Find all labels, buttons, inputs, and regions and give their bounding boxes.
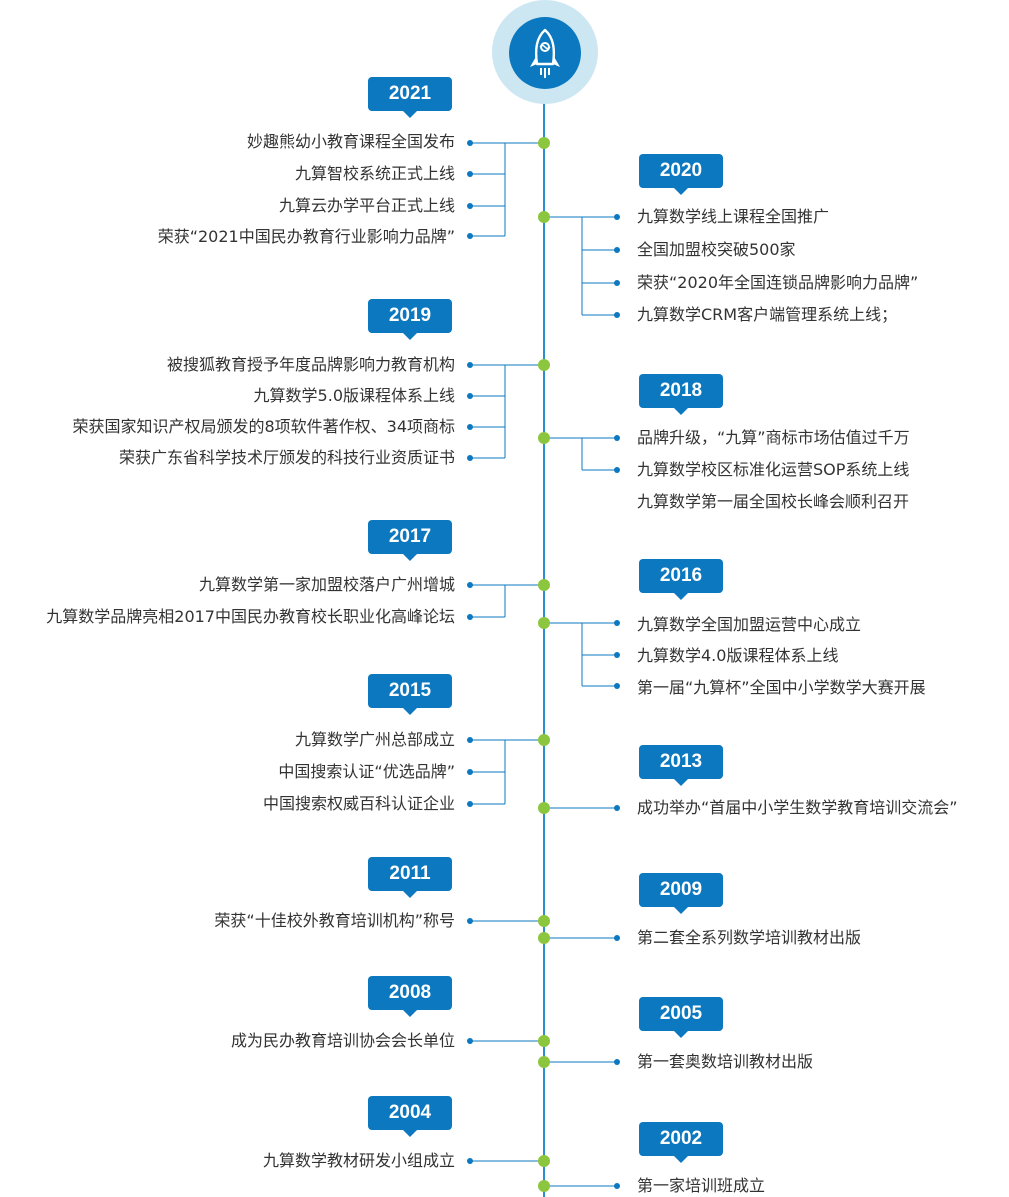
event-2018-1: 品牌升级，“九算”商标市场估值过千万 [637,428,910,447]
event-2021-1: 妙趣熊幼小教育课程全国发布 [246,132,455,151]
timeline-node-left-4 [538,915,550,927]
event-2015-1: 九算数学广州总部成立 [294,730,455,749]
timeline-node-left-5 [538,1035,550,1047]
event-2008-1: 成为民办教育培训协会会长单位 [230,1031,455,1050]
rocket-icon [530,28,560,78]
year-badge-2020: 2020 [639,154,723,195]
timeline-node-left-2 [538,579,550,591]
left-bullet-5-0 [467,1038,473,1044]
timeline-node-right-1 [538,432,550,444]
left-bullet-1-3 [467,455,473,461]
event-2020-2: 全国加盟校突破500家 [637,240,796,259]
event-2020-1: 九算数学线上课程全国推广 [637,207,830,226]
right-bullet-6-0 [614,1183,620,1189]
event-2018-2: 九算数学校区标准化运营SOP系统上线 [637,460,910,479]
event-2020-4: 九算数学CRM客户端管理系统上线； [637,305,898,324]
year-badge-2017: 2017 [368,520,452,561]
right-bullet-3-0 [614,805,620,811]
event-2016-3: 第一届“九算杯”全国中小学数学大赛开展 [637,678,926,697]
right-bullet-5-0 [614,1059,620,1065]
logo-badge [509,17,581,89]
event-2019-2: 九算数学5.0版课程体系上线 [253,386,455,405]
year-badge-2004: 2004 [368,1096,452,1137]
event-2017-1: 九算数学第一家加盟校落户广州增城 [198,575,455,594]
event-2002-1: 第一家培训班成立 [637,1176,766,1195]
left-bullet-2-0 [467,582,473,588]
right-bullet-2-0 [614,620,620,626]
right-bullet-2-1 [614,652,620,658]
timeline-node-right-6 [538,1180,550,1192]
right-bullet-0-2 [614,280,620,286]
event-2019-3: 荣获国家知识产权局颁发的8项软件著作权、34项商标 [72,417,455,436]
timeline-node-left-1 [538,359,550,371]
timeline-node-left-3 [538,734,550,746]
event-2019-1: 被搜狐教育授予年度品牌影响力教育机构 [166,355,455,374]
right-bullet-0-1 [614,247,620,253]
year-badge-2019: 2019 [368,299,452,340]
right-bullet-0-0 [614,214,620,220]
event-2004-1: 九算数学教材研发小组成立 [262,1151,455,1170]
year-badge-2002: 2002 [639,1122,723,1163]
right-bullet-4-0 [614,935,620,941]
year-badge-2021: 2021 [368,77,452,118]
left-bullet-0-0 [467,140,473,146]
year-badge-2005: 2005 [639,997,723,1038]
event-2015-2: 中国搜索认证“优选品牌” [278,762,455,781]
left-bullet-1-1 [467,393,473,399]
event-2021-3: 九算云办学平台正式上线 [278,196,455,215]
left-bullet-6-0 [467,1158,473,1164]
timeline-node-right-5 [538,1056,550,1068]
right-bullet-1-1 [614,467,620,473]
year-badge-2016: 2016 [639,559,723,600]
timeline-node-right-3 [538,802,550,814]
left-bullet-0-2 [467,203,473,209]
right-bullet-2-2 [614,683,620,689]
event-2021-2: 九算智校系统正式上线 [294,164,455,183]
year-badge-2011: 2011 [368,857,452,898]
event-2017-2: 九算数学品牌亮相2017中国民办教育校长职业化高峰论坛 [46,607,455,626]
event-2005-1: 第一套奥数培训教材出版 [637,1052,814,1071]
left-bullet-0-1 [467,171,473,177]
event-2011-1: 荣获“十佳校外教育培训机构”称号 [214,911,455,930]
right-bullet-1-0 [614,435,620,441]
event-2018-3: 九算数学第一届全国校长峰会顺利召开 [637,492,910,511]
left-bullet-3-1 [467,769,473,775]
timeline-node-right-4 [538,932,550,944]
event-2019-4: 荣获广东省科学技术厅颁发的科技行业资质证书 [118,448,455,467]
event-2015-3: 中国搜索权威百科认证企业 [262,794,455,813]
left-bullet-2-1 [467,614,473,620]
timeline-node-left-0 [538,137,550,149]
timeline-node-left-6 [538,1155,550,1167]
event-2009-1: 第二套全系列数学培训教材出版 [637,928,862,947]
left-bullet-3-0 [467,737,473,743]
year-badge-2013: 2013 [639,745,723,786]
timeline-node-right-2 [538,617,550,629]
event-2013-1: 成功举办“首届中小学生数学教育培训交流会” [637,798,958,817]
year-badge-2008: 2008 [368,976,452,1017]
left-bullet-0-3 [467,233,473,239]
year-badge-2018: 2018 [639,374,723,415]
left-bullet-1-2 [467,424,473,430]
left-bullet-3-2 [467,801,473,807]
left-bullet-1-0 [467,362,473,368]
event-2016-2: 九算数学4.0版课程体系上线 [637,646,839,665]
left-bullet-4-0 [467,918,473,924]
right-bullet-0-3 [614,312,620,318]
event-2016-1: 九算数学全国加盟运营中心成立 [637,615,862,634]
event-2021-4: 荣获“2021中国民办教育行业影响力品牌” [157,227,455,246]
year-badge-2009: 2009 [639,873,723,914]
year-badge-2015: 2015 [368,674,452,715]
event-2020-3: 荣获“2020年全国连锁品牌影响力品牌” [637,273,919,292]
timeline-node-right-0 [538,211,550,223]
